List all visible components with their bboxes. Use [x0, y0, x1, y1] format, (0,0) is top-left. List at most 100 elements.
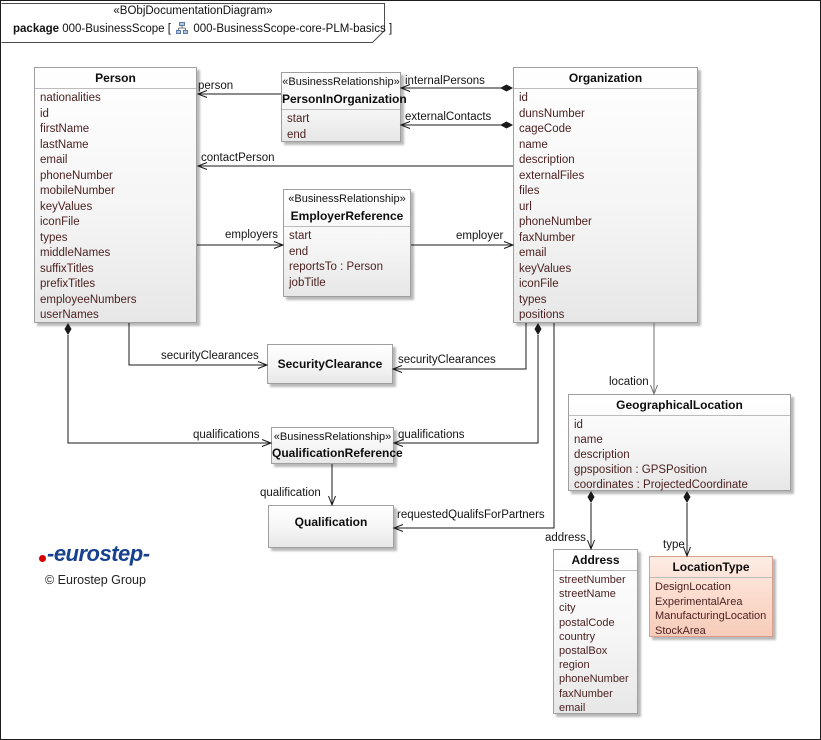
class-box-employer-reference[interactable]: «BusinessRelationship» EmployerReference…: [283, 189, 411, 297]
class-attribute: email: [519, 247, 547, 259]
edge-qualifications-left: [64, 323, 273, 447]
frame-bracket-open: [: [167, 23, 171, 35]
class-attribute: email: [40, 154, 68, 166]
class-name: GeographicalLocation: [616, 398, 743, 412]
edge-label-address: address: [545, 532, 586, 544]
frame-ref-name: 000-BusinessScope-core-PLM-basics: [193, 23, 386, 35]
class-stereotype: «BusinessRelationship»: [282, 76, 400, 88]
class-stereotype: «BusinessRelationship»: [288, 193, 406, 205]
class-box-security-clearance[interactable]: SecurityClearance: [267, 344, 393, 384]
class-name: SecurityClearance: [277, 357, 383, 371]
class-attribute: ExperimentalArea: [655, 595, 743, 608]
class-box-person-in-organization[interactable]: «BusinessRelationship» PersonInOrganizat…: [281, 72, 407, 143]
class-stereotype: «BusinessRelationship»: [273, 431, 392, 443]
class-attribute: mobileNumber: [40, 185, 115, 197]
class-attribute: DesignLocation: [655, 581, 731, 593]
class-name: QualificationReference: [272, 446, 403, 460]
class-attribute: types: [519, 293, 547, 306]
edge-label-security-clearances-left: securityClearances: [161, 350, 259, 362]
frame-title: package 000-BusinessScope [ 000-Business…: [13, 22, 392, 35]
diagram-icon: [176, 22, 189, 34]
class-attribute: url: [519, 200, 532, 213]
edge-label-type: type: [663, 539, 685, 551]
class-name: Person: [95, 71, 136, 85]
edge-qualifications-right: [392, 323, 542, 447]
class-attribute: types: [40, 231, 68, 244]
class-attribute: jobTitle: [289, 276, 326, 289]
class-attribute: description: [574, 449, 630, 461]
edge-qualification: [328, 464, 336, 507]
class-attribute: firstName: [40, 123, 90, 135]
class-name: PersonInOrganization: [282, 92, 407, 106]
edge-label-requested-qualifs: requestedQualifsForPartners: [397, 509, 545, 521]
class-attribute: prefixTitles: [40, 278, 96, 290]
class-attribute: end: [287, 128, 307, 141]
class-box-qualification[interactable]: Qualification: [268, 505, 394, 548]
class-attribute: phoneNumber: [40, 169, 113, 182]
copyright-text: © Eurostep Group: [45, 573, 146, 587]
class-attribute: gpsposition : GPSPosition: [574, 464, 707, 476]
class-attribute: nationalities: [40, 92, 101, 104]
class-attribute: region: [559, 659, 590, 672]
edge-label-contact-person: contactPerson: [201, 152, 275, 164]
class-attribute: keyValues: [519, 262, 572, 275]
class-attribute: faxNumber: [519, 231, 576, 244]
class-attribute: files: [519, 185, 540, 197]
class-name: Organization: [568, 71, 643, 85]
edge-label-person: person: [198, 80, 234, 92]
aggregation-diamond: [500, 121, 513, 129]
aggregation-diamond: [64, 323, 72, 335]
class-attribute: streetName: [559, 588, 616, 601]
logo-dot: [39, 555, 46, 562]
class-attribute: postalBox: [559, 645, 608, 658]
frame-keyword: package: [13, 23, 60, 35]
class-attribute: postalCode: [559, 616, 615, 629]
edge-employer: [411, 241, 515, 249]
class-attribute: dunsNumber: [519, 107, 585, 120]
edge-location: [650, 323, 658, 396]
class-attribute: faxNumber: [559, 687, 613, 700]
class-attribute: cageCode: [519, 123, 572, 135]
class-attribute: keyValues: [40, 200, 93, 213]
edge-label-qualification: qualification: [260, 487, 321, 499]
class-attribute: coordinates : ProjectedCoordinate: [574, 479, 748, 491]
class-attribute: name: [574, 434, 603, 446]
class-attribute: lastName: [40, 138, 89, 151]
edge-label-security-clearances-right: securityClearances: [398, 354, 496, 366]
class-box-qualification-reference[interactable]: «BusinessRelationship» QualificationRefe…: [271, 427, 403, 464]
eurostep-logo: -eurostep-: [47, 541, 150, 566]
class-attribute: middleNames: [40, 247, 111, 259]
attribute-list: start end: [282, 109, 400, 143]
class-attribute: streetNumber: [559, 574, 626, 586]
edge-label-employers: employers: [225, 229, 279, 241]
class-attribute: iconFile: [519, 278, 559, 290]
edge-label-internal-persons: internalPersons: [405, 75, 485, 87]
class-name: LocationType: [672, 560, 750, 574]
frame-package-name: 000-BusinessScope: [62, 23, 165, 35]
class-attribute: end: [289, 245, 309, 258]
class-attribute: reportsTo : Person: [289, 261, 383, 273]
edge-label-qualifications-right: qualifications: [398, 429, 465, 441]
class-attribute: positions: [519, 309, 565, 321]
class-attribute: suffixTitles: [40, 262, 94, 275]
class-attribute: externalFiles: [519, 169, 585, 182]
class-attribute: iconFile: [40, 216, 80, 228]
class-attribute: start: [287, 113, 310, 125]
edge-label-location: location: [609, 376, 649, 388]
aggregation-diamond: [534, 323, 542, 335]
class-attribute: city: [559, 602, 576, 615]
edge-label-qualifications-left: qualifications: [193, 429, 260, 441]
class-attribute: employeeNumbers: [40, 293, 137, 306]
class-attribute: description: [519, 154, 575, 166]
